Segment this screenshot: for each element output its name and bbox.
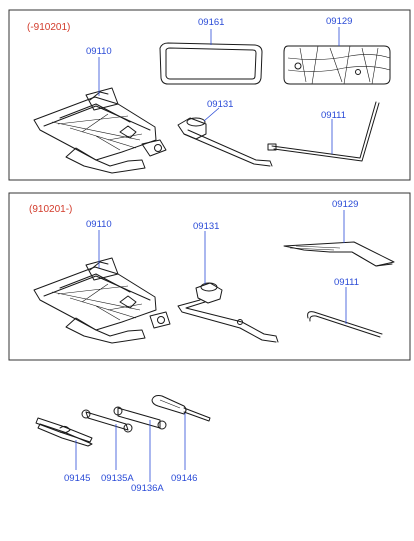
group-1-range: (-910201) bbox=[27, 22, 70, 33]
wrench-09136A[interactable] bbox=[113, 406, 167, 430]
part-label-09110-b[interactable]: 09110 bbox=[86, 219, 112, 230]
scissor-jack-1[interactable] bbox=[33, 87, 167, 174]
rod-09111-b[interactable] bbox=[307, 311, 383, 338]
wrench-09131-a[interactable] bbox=[177, 117, 273, 167]
rod-09111-a[interactable] bbox=[267, 101, 380, 162]
part-label-09129-b[interactable]: 09129 bbox=[332, 199, 358, 210]
scissor-jack-2[interactable] bbox=[33, 257, 171, 344]
leader-09131-a bbox=[203, 107, 220, 122]
part-label-09111-b[interactable]: 09111 bbox=[334, 277, 359, 288]
part-label-09161[interactable]: 09161 bbox=[198, 17, 224, 28]
pliers-09145[interactable] bbox=[35, 417, 93, 447]
part-label-09111-a[interactable]: 09111 bbox=[321, 110, 346, 121]
part-label-09135A[interactable]: 09135A bbox=[101, 473, 134, 484]
group-2-frame bbox=[8, 192, 411, 361]
part-label-09129-a[interactable]: 09129 bbox=[326, 16, 352, 27]
part-label-09136A[interactable]: 09136A bbox=[131, 483, 164, 494]
part-label-09131-b[interactable]: 09131 bbox=[193, 221, 219, 232]
wrench-09131-b[interactable] bbox=[177, 282, 279, 343]
frame-part-09161[interactable] bbox=[159, 42, 263, 85]
tool-bag-09129[interactable] bbox=[283, 45, 391, 85]
wrench-09135A[interactable] bbox=[81, 409, 133, 433]
screwdriver-09146[interactable] bbox=[151, 395, 211, 422]
part-label-09110-a[interactable]: 09110 bbox=[86, 46, 112, 57]
group-2-range: (910201-) bbox=[29, 204, 72, 215]
part-label-09145[interactable]: 09145 bbox=[64, 473, 90, 484]
group-1-frame bbox=[8, 9, 411, 181]
part-label-09146[interactable]: 09146 bbox=[171, 473, 197, 484]
part-label-09131-a[interactable]: 09131 bbox=[207, 99, 233, 110]
tool-bag-09129-b[interactable] bbox=[283, 241, 395, 267]
